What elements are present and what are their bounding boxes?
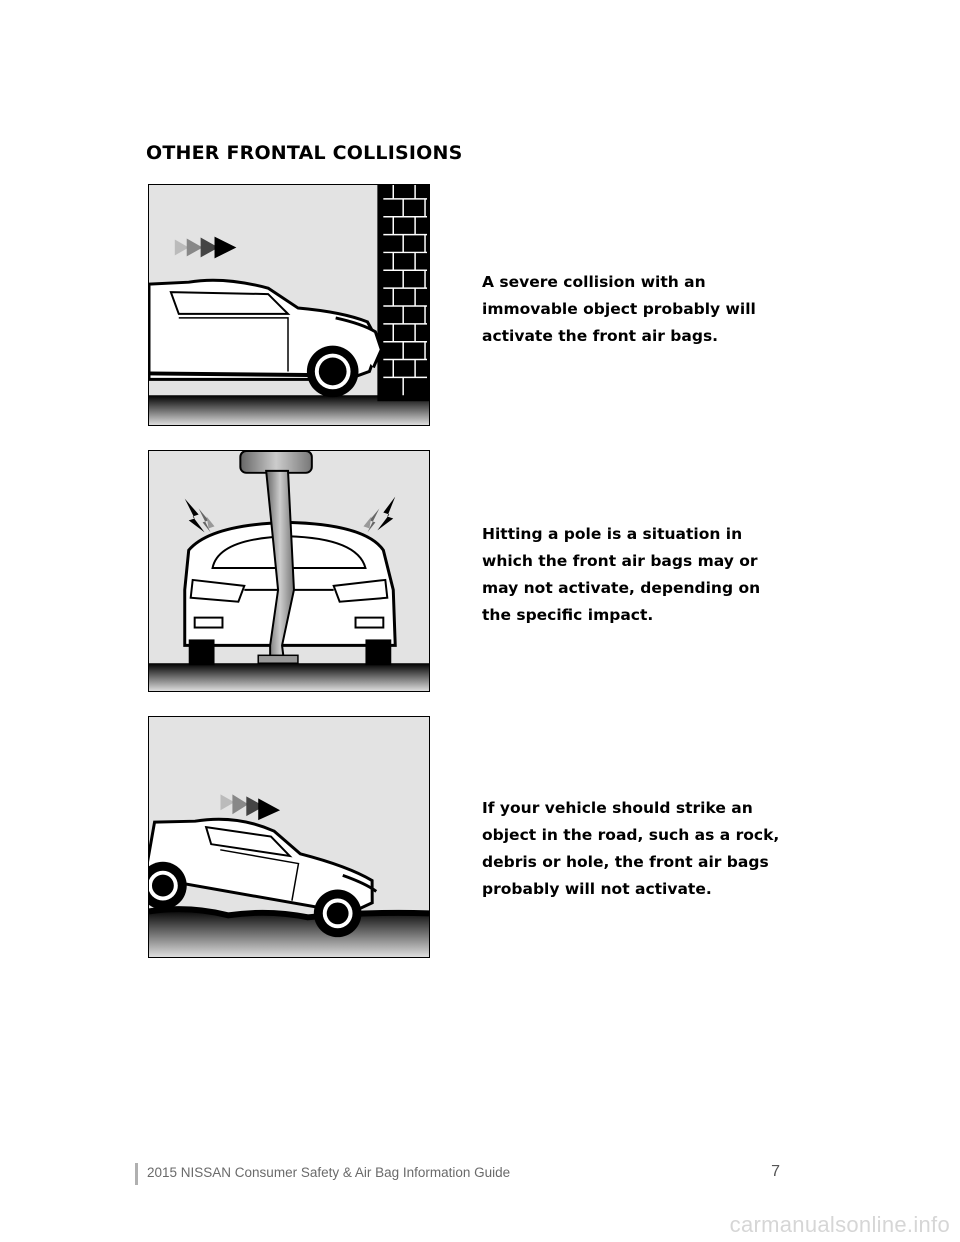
watermark: carmanualsonline.info xyxy=(729,1212,950,1237)
caption-pole-collision: Hitting a pole is a situation in which t… xyxy=(482,525,761,624)
page-footer: 2015 NISSAN Consumer Safety & Air Bag In… xyxy=(135,1163,780,1185)
motion-arrows-icon xyxy=(174,236,237,259)
page-number: 7 xyxy=(771,1163,780,1180)
caption-wall-collision: A severe collision with an immovable obj… xyxy=(482,273,756,345)
motion-arrows-icon xyxy=(220,794,281,821)
illustration-pole-collision xyxy=(148,450,430,692)
footer-title: 2015 NISSAN Consumer Safety & Air Bag In… xyxy=(147,1165,511,1180)
caption-road-object: If your vehicle should strike an object … xyxy=(482,799,780,898)
page-heading: OTHER FRONTAL COLLISIONS xyxy=(146,142,463,164)
footer-divider xyxy=(135,1163,138,1185)
illustration-road-object xyxy=(148,716,430,958)
illustration-wall-collision xyxy=(148,184,430,426)
